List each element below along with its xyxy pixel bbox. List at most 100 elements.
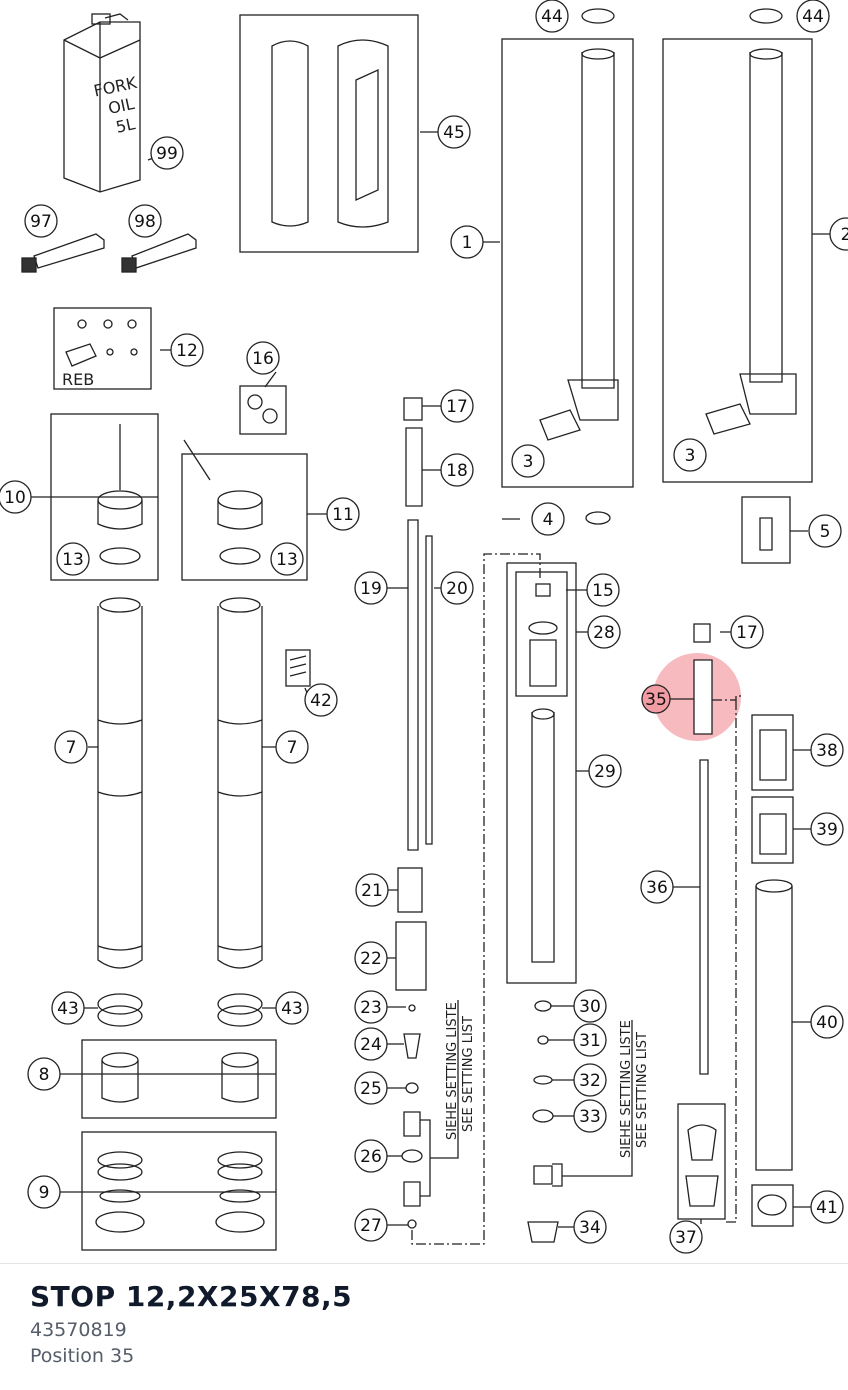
callout-4[interactable]: 4 xyxy=(531,502,565,536)
callout-7-right[interactable]: 7 xyxy=(275,730,309,764)
callout-98[interactable]: 98 xyxy=(128,204,162,238)
item-39-box xyxy=(751,796,794,864)
callout-number: 26 xyxy=(360,1147,382,1167)
callout-number: 7 xyxy=(66,738,77,758)
callout-number: 35 xyxy=(645,690,667,710)
callout-35[interactable]: 35 xyxy=(641,684,671,714)
callout-42[interactable]: 42 xyxy=(304,683,338,717)
stop-35-part xyxy=(693,659,713,735)
callout-number: 3 xyxy=(685,446,696,466)
callout-25[interactable]: 25 xyxy=(354,1071,388,1105)
bushing-box xyxy=(81,1039,277,1119)
callout-1[interactable]: 1 xyxy=(450,225,484,259)
callout-30[interactable]: 30 xyxy=(573,989,607,1023)
callout-3-right[interactable]: 3 xyxy=(673,438,707,472)
outer-tube-right xyxy=(217,597,263,969)
callout-31[interactable]: 31 xyxy=(573,1023,607,1057)
item-41-box xyxy=(751,1184,794,1227)
callout-number: 41 xyxy=(816,1198,838,1218)
callout-5[interactable]: 5 xyxy=(808,514,842,548)
callout-45[interactable]: 45 xyxy=(437,115,471,149)
callout-9[interactable]: 9 xyxy=(27,1175,61,1209)
callout-17-right[interactable]: 17 xyxy=(730,615,764,649)
callout-27[interactable]: 27 xyxy=(354,1208,388,1242)
callout-markers: 1 2 3 3 4 5 7 7 8 9 10 11 12 13 13 15 16… xyxy=(0,0,848,1254)
callout-12[interactable]: 12 xyxy=(170,333,204,367)
seal-box xyxy=(81,1131,277,1251)
callout-15[interactable]: 15 xyxy=(586,573,620,607)
callout-28[interactable]: 28 xyxy=(587,615,621,649)
item-21-box xyxy=(397,867,423,913)
callout-number: 99 xyxy=(156,144,178,164)
callout-13-right[interactable]: 13 xyxy=(270,542,304,576)
callout-44-left[interactable]: 44 xyxy=(535,0,569,33)
part-info: STOP 12,2X25X78,5 43570819 Position 35 xyxy=(30,1280,352,1368)
callout-18[interactable]: 18 xyxy=(440,453,474,487)
cap-assembly-right-box xyxy=(181,453,308,581)
reb-label: REB xyxy=(62,370,94,389)
callout-24[interactable]: 24 xyxy=(354,1027,388,1061)
callout-29[interactable]: 29 xyxy=(588,754,622,788)
inner-tube-left-box xyxy=(501,38,634,488)
callout-23[interactable]: 23 xyxy=(354,990,388,1024)
callout-40[interactable]: 40 xyxy=(810,1005,844,1039)
callout-number: 11 xyxy=(332,505,354,525)
callout-17-center[interactable]: 17 xyxy=(440,389,474,423)
callout-number: 42 xyxy=(310,691,332,711)
callout-13-left[interactable]: 13 xyxy=(56,542,90,576)
callout-43-right[interactable]: 43 xyxy=(275,991,309,1025)
setting-list-a-en: SEE SETTING LIST xyxy=(461,1016,476,1132)
callout-21[interactable]: 21 xyxy=(355,873,389,907)
callout-44-right[interactable]: 44 xyxy=(796,0,830,33)
callout-8[interactable]: 8 xyxy=(27,1057,61,1091)
callout-number: 23 xyxy=(360,998,382,1018)
callout-33[interactable]: 33 xyxy=(573,1099,607,1133)
callout-19[interactable]: 19 xyxy=(354,571,388,605)
callout-38[interactable]: 38 xyxy=(810,733,844,767)
callout-34[interactable]: 34 xyxy=(573,1210,607,1244)
callout-36[interactable]: 36 xyxy=(640,870,674,904)
callout-number: 45 xyxy=(443,123,465,143)
item-38-box xyxy=(751,714,794,791)
grease-tube-98 xyxy=(121,233,197,273)
callout-number: 38 xyxy=(816,741,838,761)
callout-37[interactable]: 37 xyxy=(669,1220,703,1254)
callout-39[interactable]: 39 xyxy=(810,812,844,846)
callout-22[interactable]: 22 xyxy=(354,941,388,975)
callout-number: 18 xyxy=(446,461,468,481)
item-5-box xyxy=(741,496,791,564)
callout-number: 30 xyxy=(579,997,601,1017)
cartridge-box xyxy=(506,562,577,984)
callout-number: 17 xyxy=(446,397,468,417)
item-28-box xyxy=(515,571,568,697)
callout-3-left[interactable]: 3 xyxy=(511,444,545,478)
callout-20[interactable]: 20 xyxy=(440,571,474,605)
callout-number: 20 xyxy=(446,579,468,599)
callout-number: 4 xyxy=(543,510,554,530)
item-16-box xyxy=(239,385,287,435)
callout-2[interactable]: 2 xyxy=(829,217,848,251)
callout-number: 31 xyxy=(579,1031,601,1051)
callout-number: 1 xyxy=(462,233,473,253)
callout-97[interactable]: 97 xyxy=(24,204,58,238)
part-position: Position 35 xyxy=(30,1345,135,1367)
callout-number: 13 xyxy=(62,550,84,570)
callout-43-left[interactable]: 43 xyxy=(51,991,85,1025)
callout-number: 33 xyxy=(579,1107,601,1127)
setting-list-b-en: SEE SETTING LIST xyxy=(635,1032,650,1148)
callout-number: 97 xyxy=(30,212,52,232)
callout-number: 43 xyxy=(281,999,303,1019)
callout-10[interactable]: 10 xyxy=(0,480,32,514)
callout-11[interactable]: 11 xyxy=(326,497,360,531)
callout-99[interactable]: 99 xyxy=(150,136,184,170)
callout-41[interactable]: 41 xyxy=(810,1190,844,1224)
callout-number: 25 xyxy=(360,1079,382,1099)
callout-number: 37 xyxy=(675,1228,697,1248)
callout-7-left[interactable]: 7 xyxy=(54,730,88,764)
callout-number: 17 xyxy=(736,623,758,643)
callout-32[interactable]: 32 xyxy=(573,1063,607,1097)
fork-oil-label: FORK OIL 5L xyxy=(92,73,139,137)
callout-16[interactable]: 16 xyxy=(246,341,280,375)
callout-26[interactable]: 26 xyxy=(354,1139,388,1173)
callout-number: 12 xyxy=(176,341,198,361)
